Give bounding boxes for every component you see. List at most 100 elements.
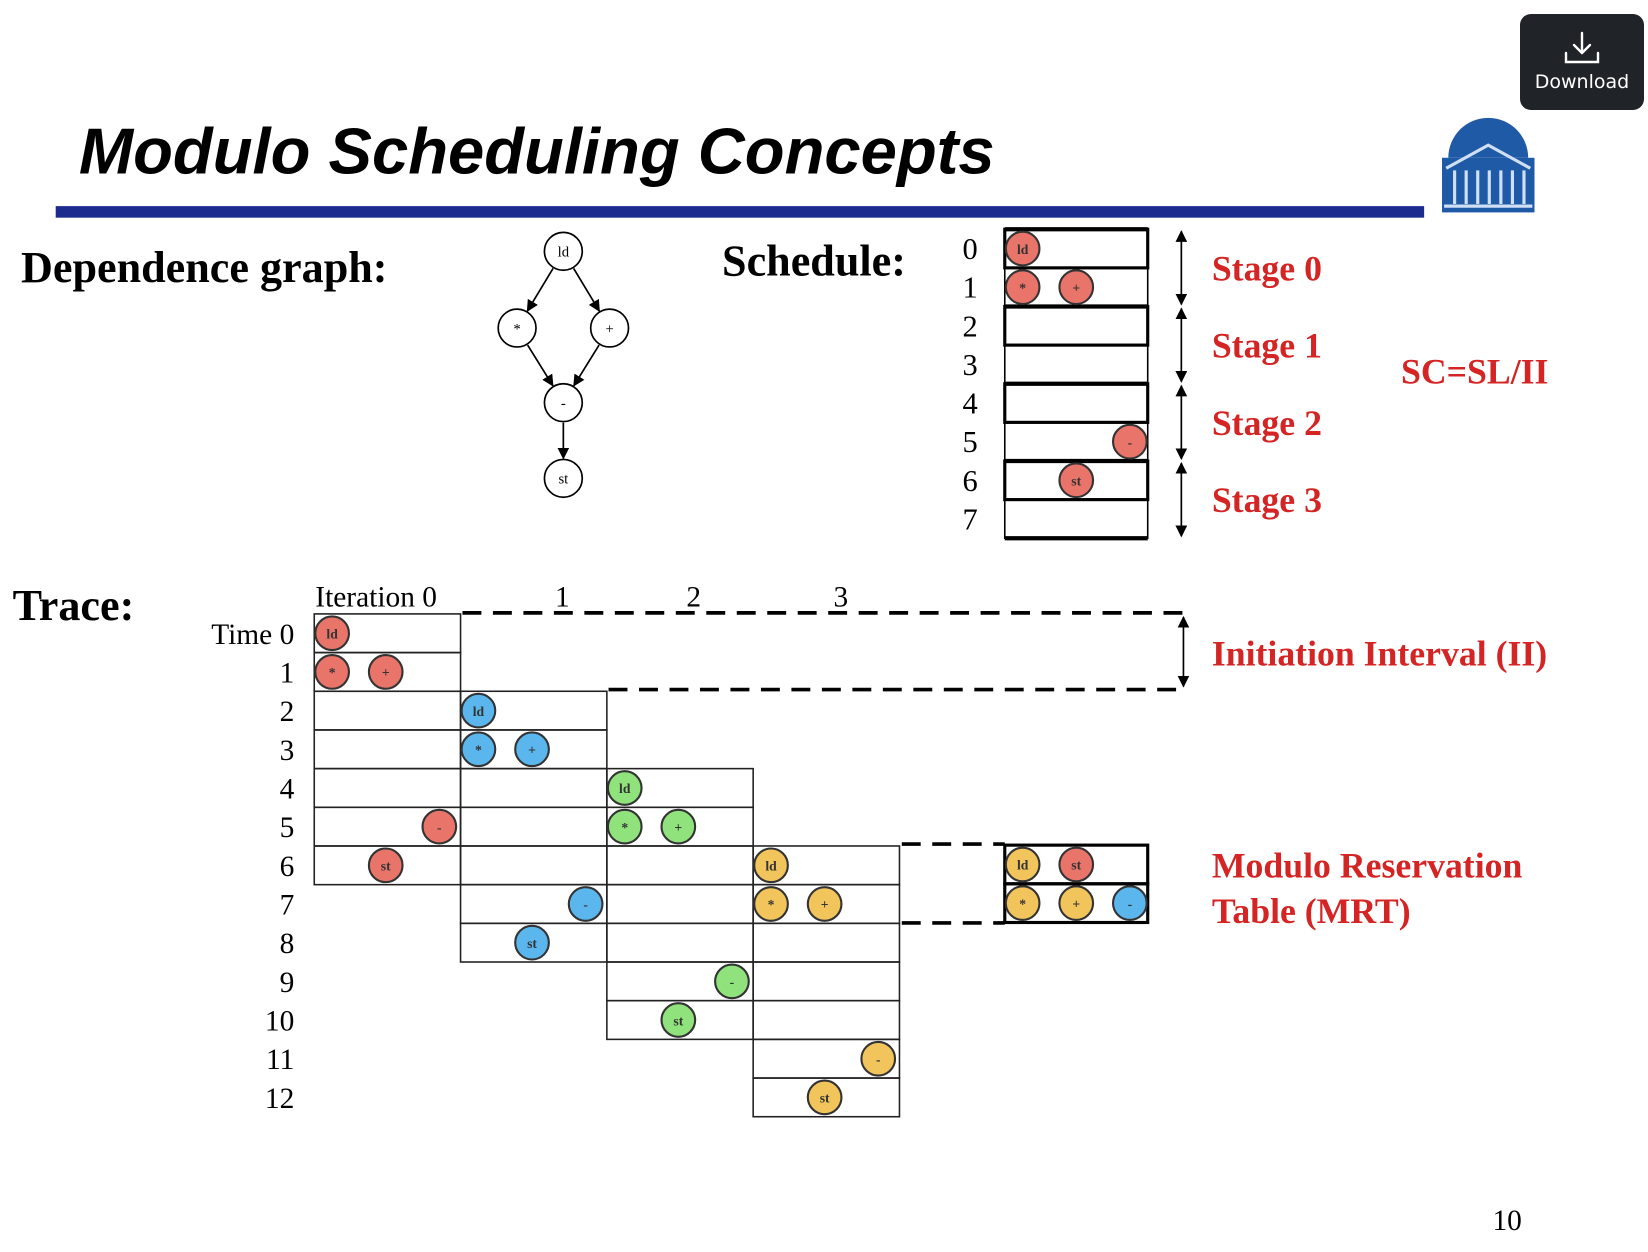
schedule-row-label: 2 xyxy=(962,309,977,343)
trace-cell xyxy=(606,845,754,886)
op-label: st xyxy=(1071,858,1081,873)
op-circle xyxy=(460,731,497,768)
schedule-row-label: 5 xyxy=(962,425,977,459)
trace-op: st xyxy=(806,1079,843,1116)
op-circle xyxy=(606,770,643,806)
op-label: * xyxy=(1019,280,1026,295)
op-label: - xyxy=(583,897,588,912)
op-circle xyxy=(514,731,550,768)
trace-op: - xyxy=(567,886,604,922)
schedule-row-label: 3 xyxy=(962,348,977,382)
op-circle xyxy=(1111,423,1148,460)
ii-label: Initiation Interval (II) xyxy=(1212,633,1547,673)
schedule-op: * xyxy=(1004,269,1041,306)
op-label: + xyxy=(528,743,536,758)
trace-cell xyxy=(752,1077,901,1118)
mrt-op: + xyxy=(1058,885,1095,922)
node-label: st xyxy=(558,472,568,488)
trace-op: - xyxy=(714,963,750,1000)
schedule-row xyxy=(1003,498,1149,540)
university-logo xyxy=(1442,117,1535,213)
trace-op: st xyxy=(367,847,404,884)
op-label: ld xyxy=(619,781,631,796)
op-circle xyxy=(606,808,643,845)
iteration-label: 2 xyxy=(686,582,701,614)
iteration-block: ld*+-st xyxy=(313,613,462,886)
time-label: 2 xyxy=(280,696,295,728)
trace-cell xyxy=(606,922,754,963)
node-circle xyxy=(543,382,584,423)
op-label: - xyxy=(730,975,735,990)
op-circle xyxy=(514,924,550,961)
time-label: 9 xyxy=(280,967,295,999)
op-circle xyxy=(367,847,404,884)
slide-title: Modulo Scheduling Concepts xyxy=(79,115,995,188)
trace-cell xyxy=(459,806,608,847)
trace-op: ld xyxy=(314,615,350,652)
iteration-block: ld*+-st xyxy=(606,767,754,1041)
time-label: 7 xyxy=(280,890,295,922)
dependence-graph: ld*+-st xyxy=(497,231,630,499)
node-label: ld xyxy=(558,245,570,261)
op-label: - xyxy=(1128,435,1133,450)
page-number: 10 xyxy=(1492,1205,1521,1237)
op-label: - xyxy=(876,1052,881,1067)
op-label: ld xyxy=(326,627,338,642)
trace-cell xyxy=(459,767,608,809)
op-circle xyxy=(314,615,350,652)
iteration-label: 1 xyxy=(555,582,570,614)
op-label: st xyxy=(1071,474,1081,489)
op-circle xyxy=(567,886,604,922)
trace-op: * xyxy=(606,808,643,845)
schedule-row xyxy=(1003,304,1150,347)
time-label: 1 xyxy=(280,657,295,689)
schedule-row xyxy=(1003,382,1150,424)
op-circle xyxy=(1004,846,1041,883)
time-label: 11 xyxy=(266,1044,294,1076)
node-circle xyxy=(543,458,584,499)
graph-node: ld xyxy=(543,231,584,272)
trace-cell xyxy=(313,729,462,770)
op-label: - xyxy=(1128,896,1133,911)
mrt-label-line2: Table (MRT) xyxy=(1212,891,1411,931)
mrt-label-line1: Modulo Reservation xyxy=(1212,846,1523,886)
op-label: * xyxy=(768,897,775,912)
op-label: ld xyxy=(765,859,777,874)
graph-edge xyxy=(526,344,554,387)
graph-node: + xyxy=(589,308,630,348)
stage-label: Stage 1 xyxy=(1212,326,1322,366)
op-circle xyxy=(1111,885,1148,922)
trace-op: + xyxy=(806,886,843,922)
time-label: Time 0 xyxy=(211,619,294,651)
trace-op: * xyxy=(753,886,789,922)
schedule-row-label: 6 xyxy=(962,464,977,498)
op-label: * xyxy=(475,743,482,758)
op-circle xyxy=(1058,462,1095,499)
trace-cell xyxy=(313,690,462,731)
mrt-op: * xyxy=(1004,885,1041,922)
time-label: 10 xyxy=(265,1006,294,1038)
download-button[interactable]: Download xyxy=(1520,14,1644,110)
trace-op: st xyxy=(514,924,550,961)
op-label: + xyxy=(382,665,390,680)
op-circle xyxy=(660,808,697,845)
time-label: 6 xyxy=(280,851,295,883)
iteration-label: 3 xyxy=(833,582,848,614)
op-label: + xyxy=(674,820,682,835)
trace-label: Trace: xyxy=(13,581,135,630)
op-circle xyxy=(367,654,404,690)
iteration-block: ld*+-st xyxy=(459,690,608,963)
op-circle xyxy=(660,1002,697,1038)
schedule-row-label: 1 xyxy=(962,271,977,305)
schedule-row-label: 4 xyxy=(962,387,977,421)
time-label: 5 xyxy=(280,812,295,844)
node-circle xyxy=(543,231,584,272)
time-label: 12 xyxy=(265,1083,294,1115)
schedule-row xyxy=(1003,344,1149,385)
time-label: 3 xyxy=(280,735,295,767)
op-label: * xyxy=(621,820,628,835)
